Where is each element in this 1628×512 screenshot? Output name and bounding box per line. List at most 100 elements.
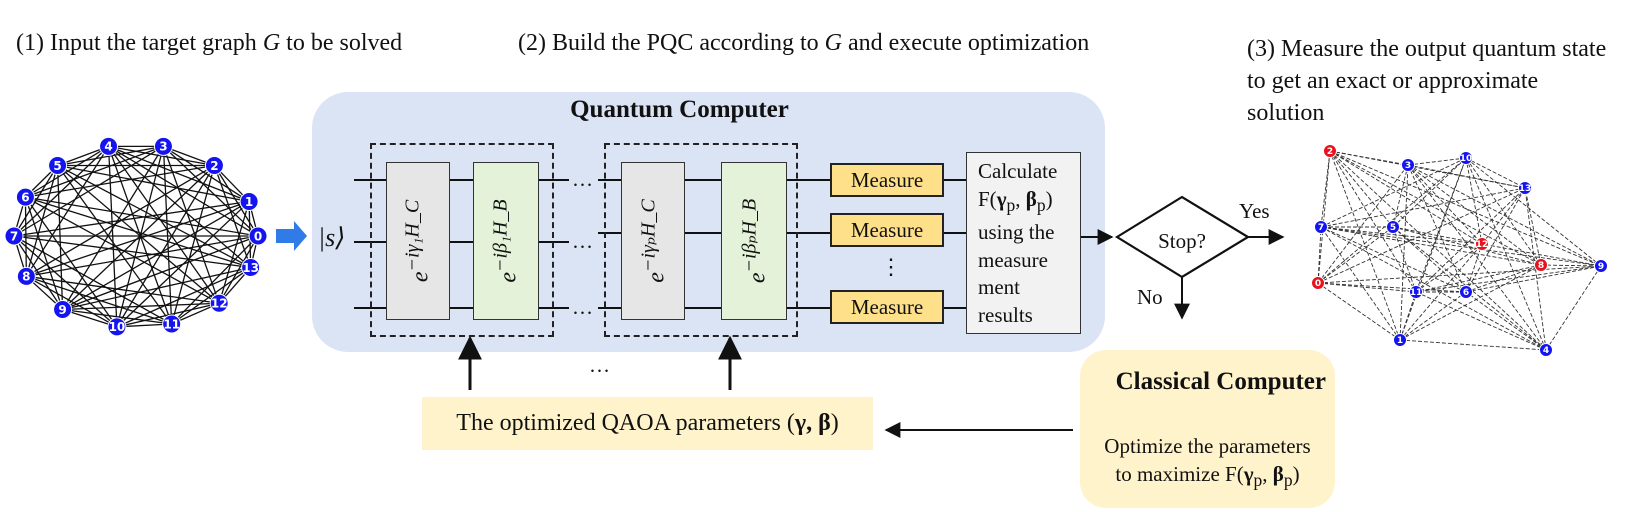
step1-suffix: to be solved: [280, 30, 403, 56]
graph-edge: [1465, 157, 1602, 267]
calc-line-4: ment: [978, 275, 1020, 300]
quantum-computer-title: Quantum Computer: [570, 96, 789, 123]
mixer-gate-1-label: e−iβ₁H_B: [490, 199, 523, 282]
graph-node-2: [1323, 144, 1337, 158]
classical-text-line2-content: to maximize F(γp, βp): [1115, 462, 1300, 491]
graph-edge: [1465, 157, 1526, 189]
graph-edge: [13, 200, 250, 237]
initial-state-ket: |s⟩: [318, 223, 346, 252]
graph-node-4: [99, 136, 119, 156]
graph-node-0: [1311, 276, 1325, 290]
graph-edge: [1415, 265, 1602, 293]
calc-line-5: results: [978, 302, 1033, 327]
classical-text-line1: Optimize the parameters: [1104, 434, 1311, 458]
no-label: No: [1137, 285, 1163, 309]
graph-edge: [24, 196, 118, 328]
graph-edge: [171, 235, 259, 325]
graph-edge: [1317, 282, 1467, 293]
graph-node-label-12: 12: [1476, 240, 1489, 250]
graph-edge: [25, 145, 109, 198]
graph-edge: [1320, 226, 1467, 293]
graph-node-label-11: 11: [1410, 288, 1423, 298]
graph-edge: [1465, 187, 1526, 293]
graph-edge: [1392, 157, 1467, 228]
optimized-parameters-box: The optimized QAOA parameters (γ, β): [422, 397, 873, 450]
graph-edge: [1415, 291, 1547, 351]
graph-edge: [56, 165, 64, 310]
graph-edge: [1392, 164, 1409, 228]
graph-edge: [108, 145, 250, 203]
graph-edge: [1392, 226, 1483, 245]
calc-line-1: F(γp, βp): [978, 186, 1053, 215]
measure-box-2: Measure: [830, 213, 944, 247]
graph-edge: [26, 275, 220, 304]
graph-edge: [1317, 226, 1394, 284]
graph-edge: [25, 145, 164, 198]
graph-edge: [1465, 243, 1483, 293]
graph-node-3: [1401, 158, 1415, 172]
graph-edge: [116, 165, 215, 328]
measure-box-3: Measure: [830, 290, 944, 324]
graph-edge: [1317, 282, 1417, 293]
graph-edge: [1407, 164, 1542, 266]
graph-edge: [116, 302, 220, 328]
graph-edge: [25, 196, 251, 269]
gate0-exp: −iγ₁H_C: [401, 199, 424, 272]
gate1-base: e: [495, 271, 522, 283]
graph-node-label-4: 4: [104, 140, 112, 154]
graph-node-label-10: 10: [109, 320, 126, 334]
calc-line-2: using the: [978, 220, 1055, 245]
graph-edge: [57, 164, 251, 269]
calc-line-0: Calculate: [978, 159, 1058, 183]
graph-node-8: [16, 266, 36, 286]
graph-edge: [1399, 291, 1417, 341]
graph-node-1: [239, 192, 259, 212]
graph-node-6: [1459, 285, 1473, 299]
step3-caption: (3) Measure the output quantum state to …: [1247, 36, 1607, 126]
classical-text-line2: to maximize F(γp, βp): [1080, 460, 1335, 494]
gate3-base: e: [744, 272, 771, 284]
graph-edge: [1465, 157, 1542, 266]
graph-edge: [1320, 150, 1331, 228]
graph-edge: [1320, 157, 1467, 228]
step2-text: (2) Build the PQC according to: [518, 30, 825, 56]
graph-edge: [1329, 150, 1547, 351]
graph-edge: [1399, 157, 1467, 341]
graph-edge: [1481, 187, 1526, 245]
graph-edge: [1329, 150, 1417, 293]
graph-node-11: [162, 314, 182, 334]
graph-edge: [213, 165, 259, 237]
graph-edge: [24, 197, 27, 277]
step1-var: G: [262, 30, 281, 56]
graph-node-12: [1475, 237, 1489, 251]
input-arrow-icon: [276, 221, 307, 251]
graph-node-label-1: 1: [1397, 336, 1403, 346]
graph-edge: [1320, 187, 1526, 228]
graph-node-label-4: 4: [1543, 346, 1549, 356]
graph-node-5: [1386, 220, 1400, 234]
graph-node-7: [4, 226, 24, 246]
graph-edge: [108, 145, 252, 268]
graph-edge: [62, 308, 172, 325]
gate2-exp: −iγₚH_C: [637, 199, 660, 273]
graph-edge: [1320, 226, 1542, 266]
graph-node-label-3: 3: [159, 140, 167, 154]
graph-node-label-1: 1: [245, 195, 253, 209]
graph-edge: [1392, 226, 1467, 293]
graph-edge: [1407, 157, 1467, 166]
graph-node-label-8: 8: [1538, 261, 1544, 271]
graph-edge: [57, 145, 164, 167]
graph-node-10: [107, 317, 127, 337]
graph-edge: [1392, 226, 1417, 293]
graph-edge: [1320, 226, 1401, 341]
ellipsis-below: …: [589, 353, 610, 377]
graph-node-label-9: 9: [1598, 262, 1604, 272]
graph-edge: [1540, 264, 1602, 267]
graph-node-label-6: 6: [21, 190, 29, 204]
graph-edge: [1317, 226, 1322, 284]
graph-node-label-2: 2: [210, 159, 218, 173]
graph-edge: [1545, 265, 1602, 351]
graph-edge: [13, 145, 164, 237]
qaoa-layer-p-box: [604, 143, 798, 337]
